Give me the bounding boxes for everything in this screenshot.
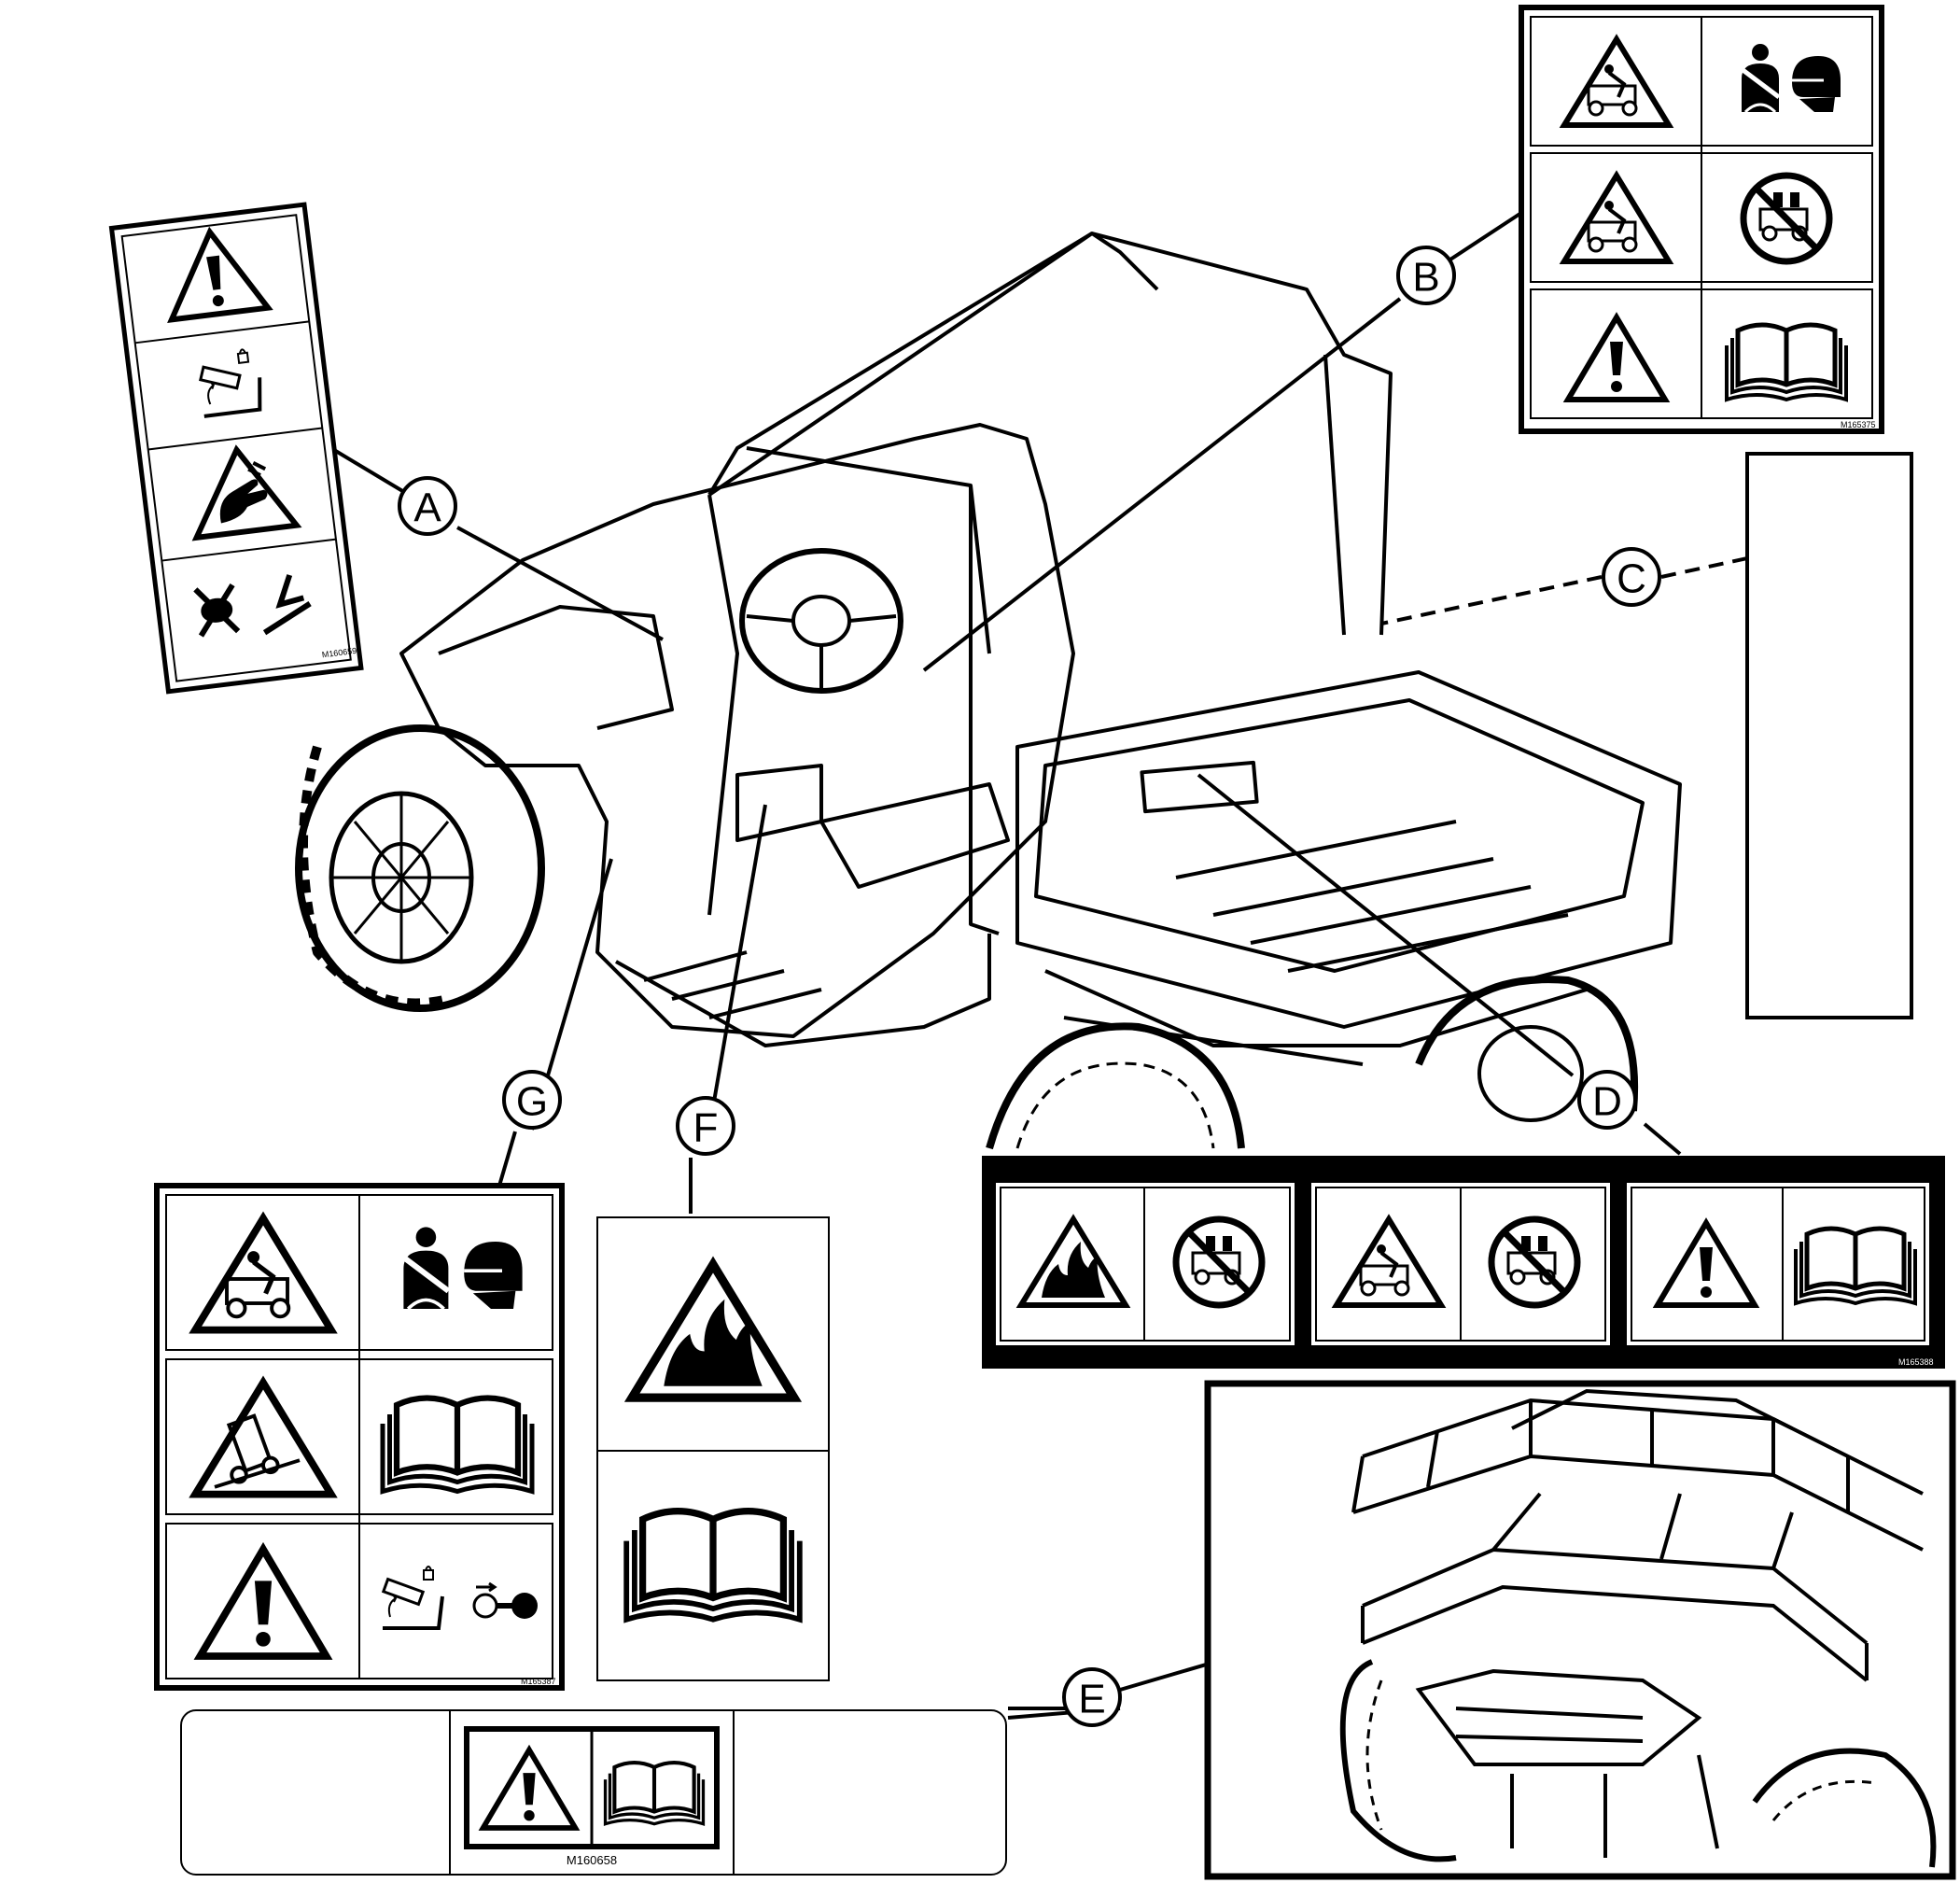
- callout-a: A: [398, 476, 457, 536]
- svg-text:E: E: [1078, 1677, 1105, 1722]
- label-d: M165388: [982, 1156, 1945, 1369]
- svg-text:D: D: [1592, 1079, 1622, 1125]
- callout-d: D: [1577, 1070, 1637, 1130]
- no-riding-cargo-icon: [1176, 1219, 1262, 1305]
- svg-text:M160658: M160658: [567, 1853, 617, 1867]
- label-g: M165387: [154, 1183, 565, 1691]
- svg-text:F: F: [693, 1105, 719, 1151]
- callout-e: E: [1062, 1667, 1122, 1727]
- front-rack-detail-inset: [1204, 1380, 1956, 1880]
- svg-text:M165387: M165387: [521, 1677, 556, 1686]
- callout-c: C: [1602, 547, 1661, 607]
- callout-g: G: [502, 1070, 562, 1130]
- svg-text:C: C: [1617, 556, 1646, 602]
- svg-text:M165375: M165375: [1841, 420, 1876, 429]
- no-passenger-cargo-icon: [1491, 1219, 1577, 1305]
- label-e: M160658: [180, 1709, 1007, 1876]
- tipping-hazard-icon: [189, 1375, 338, 1498]
- no-riders-icon: [1743, 176, 1829, 261]
- utility-vehicle-illustration: [295, 232, 1682, 1150]
- label-b: M165375: [1519, 5, 1884, 434]
- no-tool-arrow-icon: [193, 574, 312, 638]
- svg-text:M165388: M165388: [1898, 1357, 1934, 1367]
- svg-text:G: G: [516, 1079, 548, 1125]
- callout-f: F: [676, 1096, 735, 1156]
- svg-text:A: A: [413, 485, 441, 531]
- label-a: M160659: [108, 202, 364, 695]
- label-f: [596, 1216, 830, 1681]
- svg-text:B: B: [1412, 255, 1439, 301]
- svg-text:M160659: M160659: [321, 646, 357, 659]
- label-c: [1745, 452, 1913, 1019]
- callout-b: B: [1396, 246, 1456, 305]
